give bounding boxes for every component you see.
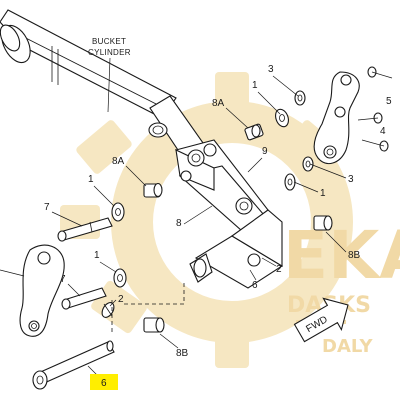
lower-cross-link bbox=[189, 209, 284, 289]
main-link-8 bbox=[174, 139, 271, 239]
fwd-arrow: FWD bbox=[293, 297, 349, 343]
callout-1-top: 1 bbox=[252, 80, 258, 91]
right-small-rings bbox=[367, 66, 389, 152]
pin-6 bbox=[32, 340, 115, 390]
callout-8-mid: 8 bbox=[176, 218, 182, 229]
watermark-brand: EKA bbox=[283, 217, 400, 294]
callout-5: 5 bbox=[386, 96, 392, 107]
callout-1-mid: 1 bbox=[88, 174, 94, 185]
callout-4: 4 bbox=[380, 126, 386, 137]
callout-3-top: 3 bbox=[268, 64, 274, 75]
callout-8a-top: 8A bbox=[212, 98, 225, 109]
washer-1-low bbox=[113, 268, 127, 288]
washer-group-top bbox=[275, 90, 306, 128]
callout-2-low: 2 bbox=[118, 294, 124, 305]
bushing-8a-mid bbox=[143, 182, 163, 198]
left-link bbox=[19, 244, 65, 337]
callout-1-low: 1 bbox=[94, 250, 100, 261]
callout-1-right: 1 bbox=[320, 188, 326, 199]
callout-9: 9 bbox=[262, 146, 268, 157]
washer-group-right bbox=[284, 156, 314, 191]
bushing-8a-top bbox=[244, 123, 264, 141]
callout-2-mid: 2 bbox=[276, 264, 282, 275]
bucket-cylinder bbox=[0, 9, 209, 163]
caption-bucket: BUCKET bbox=[92, 37, 126, 46]
callout-8b-right: 8B bbox=[348, 250, 361, 261]
caption-cylinder: CYLINDER bbox=[88, 48, 131, 57]
highlight-box-6 bbox=[90, 374, 118, 390]
bushing-8b-low bbox=[143, 317, 165, 333]
pin-7-low bbox=[61, 287, 107, 310]
watermark-line3: DALY bbox=[322, 336, 374, 357]
callout-6-mid: 6 bbox=[252, 280, 258, 291]
pin-7-top bbox=[57, 217, 113, 242]
washer-1-mid bbox=[111, 202, 125, 222]
callout-3-right: 3 bbox=[348, 174, 354, 185]
callout-7-top: 7 bbox=[44, 202, 50, 213]
callout-8b-low: 8B bbox=[176, 348, 189, 359]
callout-6-bottom: 6 bbox=[101, 378, 107, 389]
callout-8a-mid: 8A bbox=[112, 156, 125, 167]
bushing-8b-right bbox=[313, 215, 333, 231]
alignment-dash-1 bbox=[124, 282, 185, 305]
callout-7-low: 7 bbox=[60, 274, 66, 285]
upper-right-link bbox=[313, 71, 360, 165]
